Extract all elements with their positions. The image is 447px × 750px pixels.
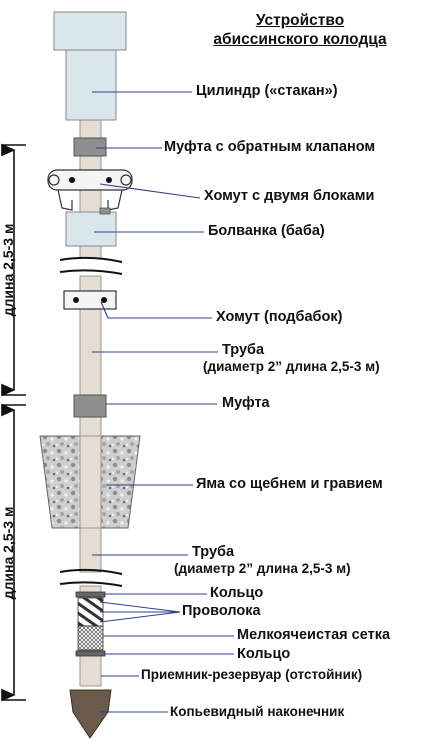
coupling (73, 394, 107, 418)
dimension-lower (1, 403, 26, 702)
label-ring-top: Кольцо (210, 585, 264, 601)
label-hammer: Болванка (баба) (208, 223, 325, 239)
clamp-podbabok (63, 290, 117, 310)
label-spear-tip: Копьевидный наконечник (170, 704, 345, 719)
label-check-valve-coupling: Муфта с обратным клапаном (164, 139, 376, 155)
label-fine-mesh: Мелкоячеистая сетка (237, 627, 391, 643)
label-wire: Проволока (182, 603, 261, 619)
ring-bottom (75, 650, 106, 657)
spear-tip (69, 689, 112, 739)
pipe-break-upper (59, 256, 123, 275)
dimension-upper (1, 143, 26, 397)
title-line2: абиссинского колодца (213, 30, 387, 48)
label-gravel-pit: Яма со щебнем и гравием (196, 476, 383, 492)
label-coupling: Муфта (222, 395, 270, 411)
cylinder-cap (53, 11, 127, 51)
dimension-lower-label: длина 2,5-3 м (0, 506, 16, 600)
fine-mesh-wrap (77, 625, 104, 651)
hammer-block (65, 211, 117, 247)
label-ring-bottom: Кольцо (237, 646, 291, 662)
wire-wrap (77, 597, 104, 627)
label-cylinder: Цилиндр («стакан») (196, 83, 338, 99)
label-pipe-upper-line2: (диаметр 2” длина 2,5-3 м) (203, 359, 380, 374)
diagram-title: Устройство абиссинского колодца (200, 12, 400, 49)
check-valve-coupling (73, 137, 107, 157)
label-pipe-lower-line1: Труба (192, 544, 235, 560)
label-pipe-upper-line1: Труба (222, 342, 265, 358)
ring-top (75, 591, 106, 598)
pipe-break-lower (59, 568, 123, 587)
dimension-upper-label: длина 2,5-3 м (0, 223, 16, 317)
label-clamp-podbabok: Хомут (подбабок) (216, 309, 343, 325)
label-receiver-tank: Приемник-резервуар (отстойник) (141, 667, 363, 682)
cylinder-body (65, 49, 117, 121)
leader-lines (92, 91, 234, 713)
title-line1: Устройство (255, 12, 345, 29)
label-pipe-lower-line2: (диаметр 2” длина 2,5-3 м) (174, 561, 351, 576)
label-clamp-two-blocks: Хомут с двумя блоками (204, 188, 375, 204)
